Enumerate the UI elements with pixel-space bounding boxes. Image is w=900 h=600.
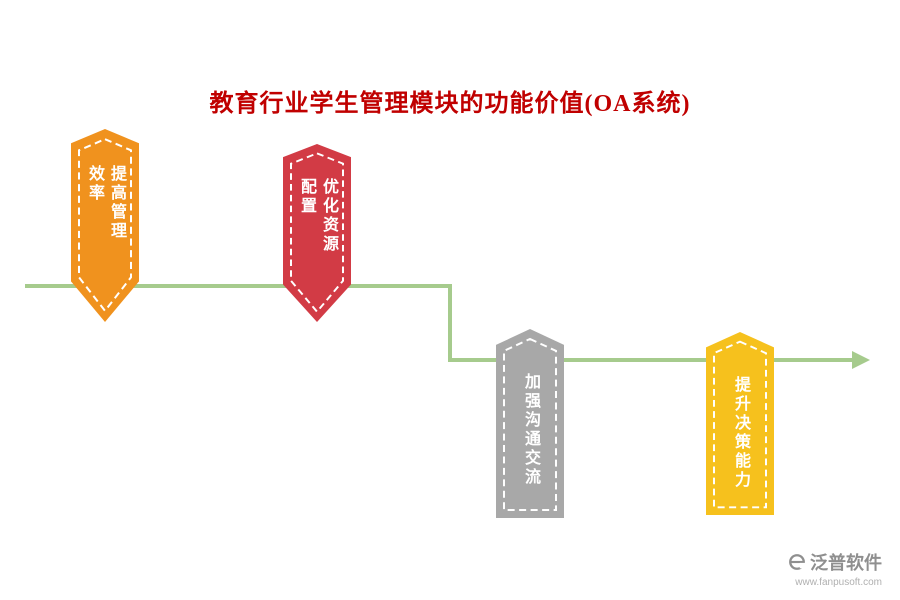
banner-improve-management-efficiency: 提高管理 效率: [71, 129, 139, 322]
banner-label: 加强沟通交流: [519, 373, 541, 487]
banner-ribbon-down-shape: [283, 144, 351, 322]
banner-label-line1: 优化资源: [320, 178, 337, 254]
banner-label-line1: 提高管理: [108, 165, 125, 241]
banner-label: 提升决策能力: [729, 376, 751, 490]
watermark-url: www.fanpusoft.com: [795, 577, 882, 588]
banner-label-line2: 配置: [298, 178, 315, 216]
banner-strengthen-communication: 加强沟通交流: [496, 329, 564, 518]
flow-path: [25, 284, 852, 362]
watermark: 泛普软件 www.fanpusoft.com: [788, 549, 882, 588]
banner-label: 优化资源 配置: [295, 178, 339, 254]
banner-ribbon-up-shape: [706, 332, 774, 515]
flow-arrowhead-icon: [852, 351, 870, 369]
banner-label-line1: 提升决策能力: [732, 376, 749, 490]
banner-improve-decision-making: 提升决策能力: [706, 332, 774, 515]
banner-ribbon-up-shape: [496, 329, 564, 518]
banner-label-line2: 效率: [86, 165, 103, 203]
fanpu-logo-icon: [789, 554, 806, 570]
page-title: 教育行业学生管理模块的功能价值(OA系统): [209, 91, 691, 117]
banner-optimize-resource-allocation: 优化资源 配置: [283, 144, 351, 322]
banner-label: 提高管理 效率: [83, 165, 127, 241]
watermark-brand: 泛普软件: [810, 553, 882, 573]
banner-ribbon-down-shape: [71, 129, 139, 322]
banner-label-line1: 加强沟通交流: [522, 373, 539, 487]
